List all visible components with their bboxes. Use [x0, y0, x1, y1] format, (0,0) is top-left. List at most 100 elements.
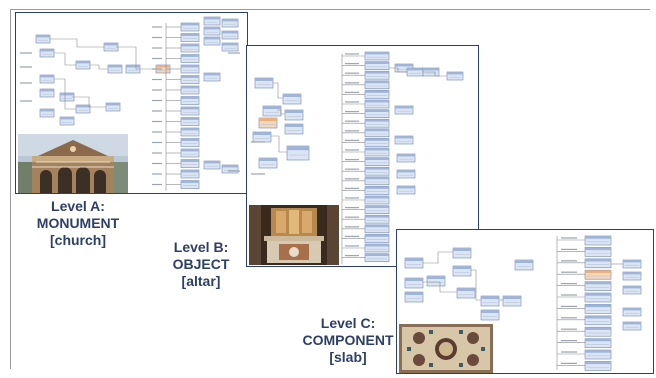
schema-node-header [263, 106, 281, 109]
schema-node-header [365, 148, 389, 150]
schema-node-header [126, 65, 140, 67]
schema-node-header [181, 128, 199, 130]
schema-node-header [76, 61, 90, 63]
schema-node-header [181, 139, 199, 141]
schema-node-header [40, 75, 54, 77]
schema-connector [90, 65, 108, 69]
top-rule [10, 9, 650, 10]
schema-node-header [181, 181, 199, 183]
level-a-name: MONUMENT [18, 215, 138, 232]
schema-node-header [585, 361, 611, 364]
schema-node-header [585, 350, 611, 353]
schema-node-header [365, 234, 389, 236]
schema-node-header [222, 165, 238, 167]
schema-node-header [623, 308, 641, 310]
level-c-title: Level C: [298, 315, 398, 332]
schema-node-header [515, 260, 533, 263]
church-facade-photo [18, 134, 128, 193]
schema-node-header [222, 43, 238, 45]
schema-node-header [204, 37, 220, 39]
schema-node-header [36, 35, 50, 37]
schema-node-header [204, 17, 220, 19]
schema-node-header [181, 76, 199, 78]
schema-node-header [222, 19, 238, 21]
altar-photo [249, 205, 339, 265]
schema-node-header [397, 170, 415, 172]
schema-node-header [405, 258, 423, 261]
schema-node-header [204, 73, 220, 75]
schema-node-header [365, 254, 389, 256]
level-a-label: Level A: MONUMENT [church] [18, 198, 138, 249]
slab-photo [399, 324, 493, 373]
schema-node-header [259, 118, 277, 121]
schema-node-header [108, 65, 122, 67]
schema-node-header [181, 160, 199, 162]
schema-node-header [156, 65, 170, 67]
schema-node-header [585, 270, 611, 273]
schema-node-header [623, 272, 641, 274]
schema-node-header [365, 119, 389, 121]
schema-node-header [623, 286, 641, 288]
schema-node-header [395, 136, 413, 138]
schema-connector [273, 83, 283, 98]
schema-node-header [365, 129, 389, 131]
schema-node-header [40, 89, 54, 91]
level-c-diagram-panel [396, 229, 654, 374]
schema-node-header [181, 55, 199, 57]
level-b-name: OBJECT [156, 256, 246, 273]
schema-node-header [447, 72, 463, 74]
schema-node-header [40, 109, 54, 111]
schema-node-header [283, 94, 301, 97]
schema-node-header [40, 49, 54, 51]
schema-node-header [181, 23, 199, 25]
schema-node-header [453, 266, 471, 269]
schema-connector [271, 136, 287, 152]
schema-node-header [585, 304, 611, 307]
schema-node-header [585, 236, 611, 239]
schema-node-header [365, 177, 389, 179]
schema-node-header [60, 93, 74, 95]
schema-node-header [285, 110, 303, 113]
schema-node-header [365, 158, 389, 160]
schema-node-header [395, 106, 413, 108]
schema-node-header [285, 124, 303, 127]
schema-node-header [423, 68, 439, 70]
schema-node-header [365, 167, 389, 169]
schema-node-header [453, 248, 471, 251]
schema-node-header [365, 215, 389, 217]
schema-node-header [181, 34, 199, 36]
schema-connector [54, 53, 76, 65]
schema-node-header [365, 81, 389, 83]
level-a-title: Level A: [18, 198, 138, 215]
schema-node-header [405, 278, 423, 281]
schema-connector [50, 39, 104, 47]
schema-node-header [397, 186, 415, 188]
schema-node-header [365, 62, 389, 64]
schema-node-header [585, 247, 611, 250]
schema-node-header [204, 161, 220, 163]
schema-node-header [181, 107, 199, 109]
schema-node-header [255, 78, 273, 81]
level-a-example: [church] [18, 232, 138, 249]
schema-node-header [181, 149, 199, 151]
schema-node-header [623, 260, 641, 262]
schema-node-header [253, 132, 271, 135]
schema-node-header [181, 118, 199, 120]
level-a-diagram-panel [15, 12, 248, 194]
level-c-label: Level C: COMPONENT [slab] [298, 315, 398, 366]
schema-node-header [222, 31, 238, 33]
schema-node-header [181, 170, 199, 172]
schema-node-header [181, 86, 199, 88]
schema-node-header [60, 117, 74, 119]
schema-node-header [365, 100, 389, 102]
schema-node-header [76, 105, 90, 107]
schema-node-header [365, 225, 389, 227]
schema-node-header [365, 110, 389, 112]
schema-node-header [365, 138, 389, 140]
schema-node-header [585, 316, 611, 319]
schema-node-header [181, 44, 199, 46]
schema-node-header [397, 154, 415, 156]
level-c-example: [slab] [298, 349, 398, 366]
schema-node-header [259, 158, 277, 161]
schema-node-header [365, 196, 389, 198]
